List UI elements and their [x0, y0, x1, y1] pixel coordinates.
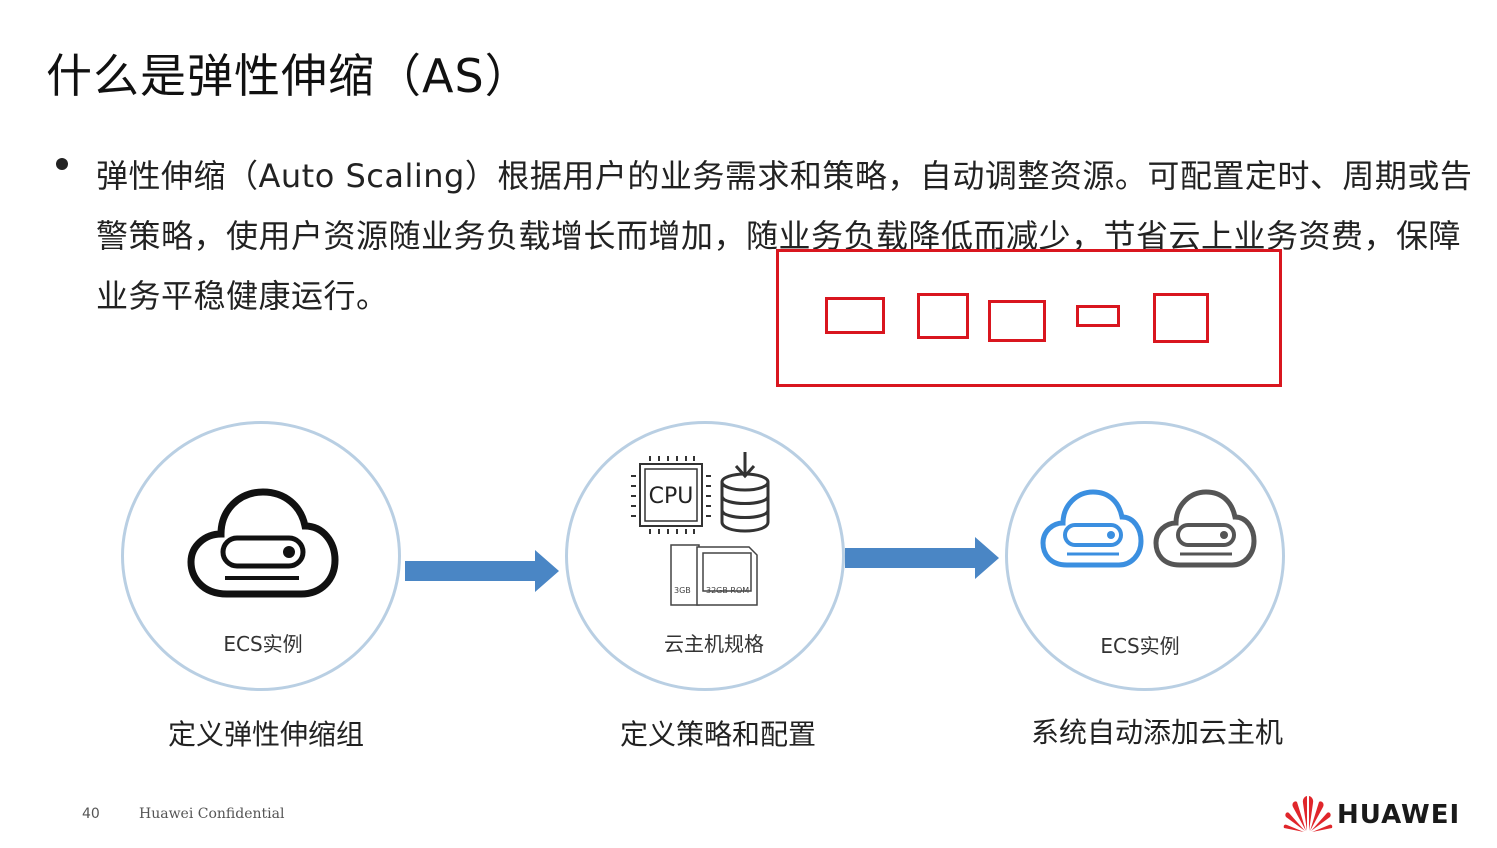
ecs-instance-label: ECS实例: [223, 632, 303, 656]
step-label: 定义策略和配置: [619, 718, 816, 751]
arrow-icon: [405, 550, 559, 592]
cloud-server-blue-icon: [1040, 489, 1144, 568]
cpu-icon: [631, 456, 711, 534]
step-label: 定义弹性伸缩组: [167, 718, 364, 751]
step-circle-ecs: [121, 421, 401, 691]
rom-card-label: 32GB ROM: [706, 586, 750, 595]
annotation-small-box: [988, 300, 1046, 342]
slide-title: 什么是弹性伸缩（AS）: [46, 49, 532, 103]
ecs-instance-label: ECS实例: [1100, 634, 1180, 658]
vm-spec-label: 云主机规格: [664, 632, 764, 656]
annotation-small-box: [825, 297, 885, 334]
cpu-label: CPU: [648, 484, 694, 509]
database-icon: [720, 452, 770, 533]
annotation-box: [776, 249, 1282, 387]
annotation-small-box: [1076, 305, 1120, 327]
cloud-server-gray-icon: [1153, 489, 1257, 568]
memory-card-icon: [670, 544, 758, 606]
step-label: 系统自动添加云主机: [1030, 716, 1283, 749]
bullet-marker: [56, 158, 68, 170]
huawei-logo-icon: [1283, 796, 1333, 832]
step-circle-auto-add: [1005, 421, 1285, 691]
annotation-small-box: [1153, 293, 1209, 343]
cloud-server-icon: [187, 488, 339, 598]
arrow-icon: [845, 537, 999, 579]
brand-name: HUAWEI: [1337, 800, 1461, 830]
bullet-text: 弹性伸缩（Auto Scaling）根据用户的业务需求和策略，自动调整资源。可配…: [96, 157, 1473, 315]
page-number: 40: [82, 806, 100, 822]
annotation-small-box: [917, 293, 969, 339]
confidential-label: Huawei Confidential: [139, 806, 285, 822]
ram-card-label: 3GB: [674, 586, 691, 595]
